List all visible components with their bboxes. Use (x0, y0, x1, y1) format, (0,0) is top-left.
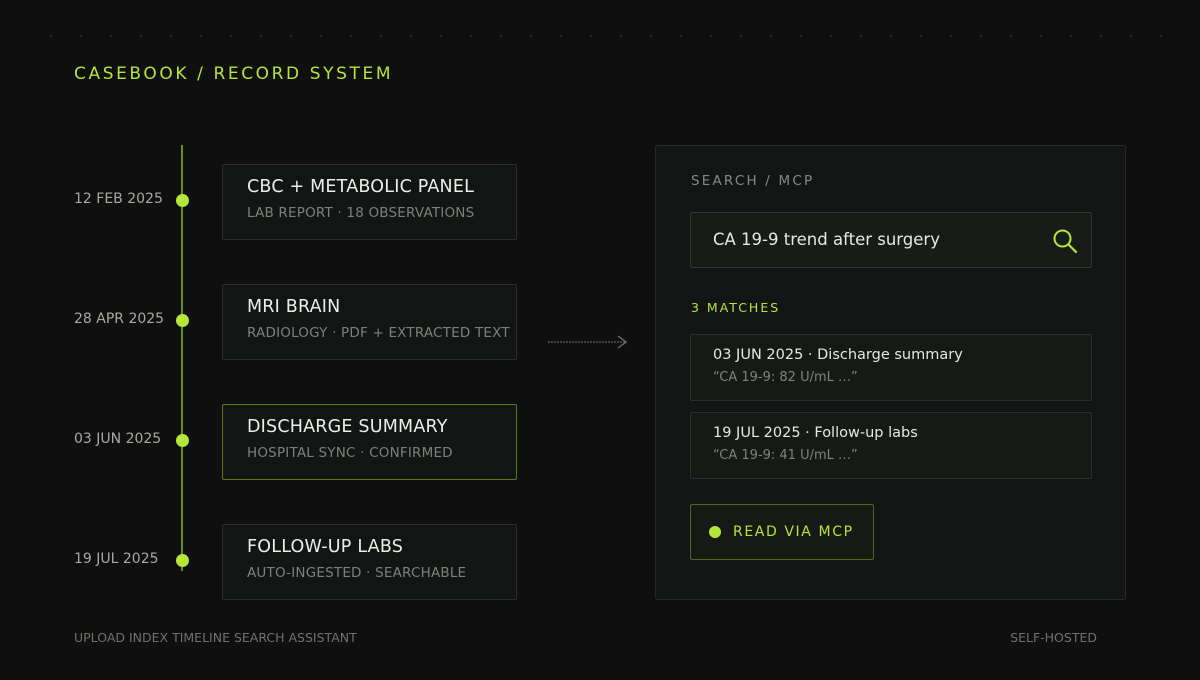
search-icon[interactable] (1051, 227, 1079, 255)
record-subtitle: LAB REPORT · 18 OBSERVATIONS (247, 205, 475, 221)
record-card-mri[interactable]: MRI BRAIN RADIOLOGY · PDF + EXTRACTED TE… (222, 284, 517, 360)
timeline-date: 28 APR 2025 (74, 311, 165, 327)
record-title: CBC + METABOLIC PANEL (247, 177, 475, 197)
timeline-dot (175, 553, 189, 567)
record-subtitle: HOSPITAL SYNC · CONFIRMED (247, 445, 453, 461)
timeline-dot (175, 433, 189, 447)
hosting-label: SELF-HOSTED (1010, 630, 1097, 645)
result-title: 19 JUL 2025 · Follow-up labs (713, 425, 918, 441)
panel-label: SEARCH / MCP (691, 173, 815, 189)
record-title: DISCHARGE SUMMARY (247, 417, 448, 437)
timeline-date: 03 JUN 2025 (74, 431, 162, 447)
dot-grid-decoration (36, 34, 1166, 38)
read-via-mcp-button[interactable]: READ VIA MCP (690, 504, 874, 560)
arrow-right-icon (548, 335, 628, 349)
record-title: FOLLOW-UP LABS (247, 537, 404, 557)
timeline-rail (181, 145, 183, 571)
read-via-mcp-label: READ VIA MCP (733, 524, 854, 540)
search-panel: SEARCH / MCP CA 19-9 trend after surgery… (655, 145, 1126, 600)
result-excerpt: “CA 19-9: 82 U/mL …” (713, 370, 858, 385)
brand-title: CASEBOOK / RECORD SYSTEM (74, 64, 394, 84)
record-title: MRI BRAIN (247, 297, 341, 317)
result-title: 03 JUN 2025 · Discharge summary (713, 347, 963, 363)
search-input[interactable]: CA 19-9 trend after surgery (690, 212, 1092, 268)
timeline-dot (175, 313, 189, 327)
timeline-dot (175, 193, 189, 207)
search-result[interactable]: 19 JUL 2025 · Follow-up labs “CA 19-9: 4… (690, 412, 1092, 479)
record-subtitle: RADIOLOGY · PDF + EXTRACTED TEXT (247, 325, 510, 341)
timeline-date: 12 FEB 2025 (74, 191, 163, 207)
search-query: CA 19-9 trend after surgery (713, 230, 940, 249)
search-result[interactable]: 03 JUN 2025 · Discharge summary “CA 19-9… (690, 334, 1092, 401)
record-card-cbc[interactable]: CBC + METABOLIC PANEL LAB REPORT · 18 OB… (222, 164, 517, 240)
record-card-discharge[interactable]: DISCHARGE SUMMARY HOSPITAL SYNC · CONFIR… (222, 404, 517, 480)
timeline-date: 19 JUL 2025 (74, 551, 159, 567)
pipeline-steps: UPLOAD INDEX TIMELINE SEARCH ASSISTANT (74, 630, 357, 645)
matches-count: 3 MATCHES (691, 300, 781, 315)
result-excerpt: “CA 19-9: 41 U/mL …” (713, 448, 858, 463)
record-subtitle: AUTO-INGESTED · SEARCHABLE (247, 565, 467, 581)
record-card-followup[interactable]: FOLLOW-UP LABS AUTO-INGESTED · SEARCHABL… (222, 524, 517, 600)
status-dot-icon (709, 526, 721, 538)
